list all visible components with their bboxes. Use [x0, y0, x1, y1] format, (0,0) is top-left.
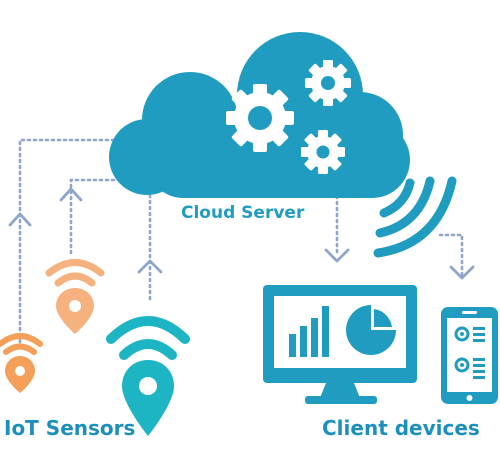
cloud-server-label: Cloud Server	[181, 203, 305, 223]
arrow-up-left	[8, 212, 32, 227]
location-pin-with-signal-icon	[45, 259, 105, 334]
connector-sensor-left	[18, 138, 122, 347]
connector-sensor-orange	[69, 178, 122, 257]
pie-chart-icon	[346, 305, 396, 355]
connectors	[18, 138, 464, 347]
arrow-up-orange	[59, 187, 83, 202]
gear-icon	[226, 84, 294, 152]
arrowheads	[8, 187, 475, 280]
monitor-stand	[320, 383, 360, 398]
bar-chart-icon	[289, 306, 329, 357]
app-screen-icons	[454, 326, 485, 379]
arrow-down-phone	[449, 265, 475, 280]
iot-sensors-label: IoT Sensors	[4, 416, 136, 440]
arrow-down-monitor	[324, 248, 350, 263]
gear-icon	[301, 130, 345, 174]
gear-icon	[305, 60, 351, 106]
location-pin-with-signal-icon	[0, 333, 43, 393]
arrow-up-teal	[137, 259, 163, 274]
monitor-base	[305, 396, 377, 404]
wifi-signal-icon	[373, 176, 457, 258]
connector-wireless-phone	[438, 233, 464, 277]
smartphone-icon	[441, 307, 498, 404]
gears-group	[226, 60, 351, 174]
monitor-icon	[263, 285, 417, 404]
location-pin-with-signal-icon	[106, 316, 190, 436]
client-devices-label: Client devices	[322, 416, 480, 440]
